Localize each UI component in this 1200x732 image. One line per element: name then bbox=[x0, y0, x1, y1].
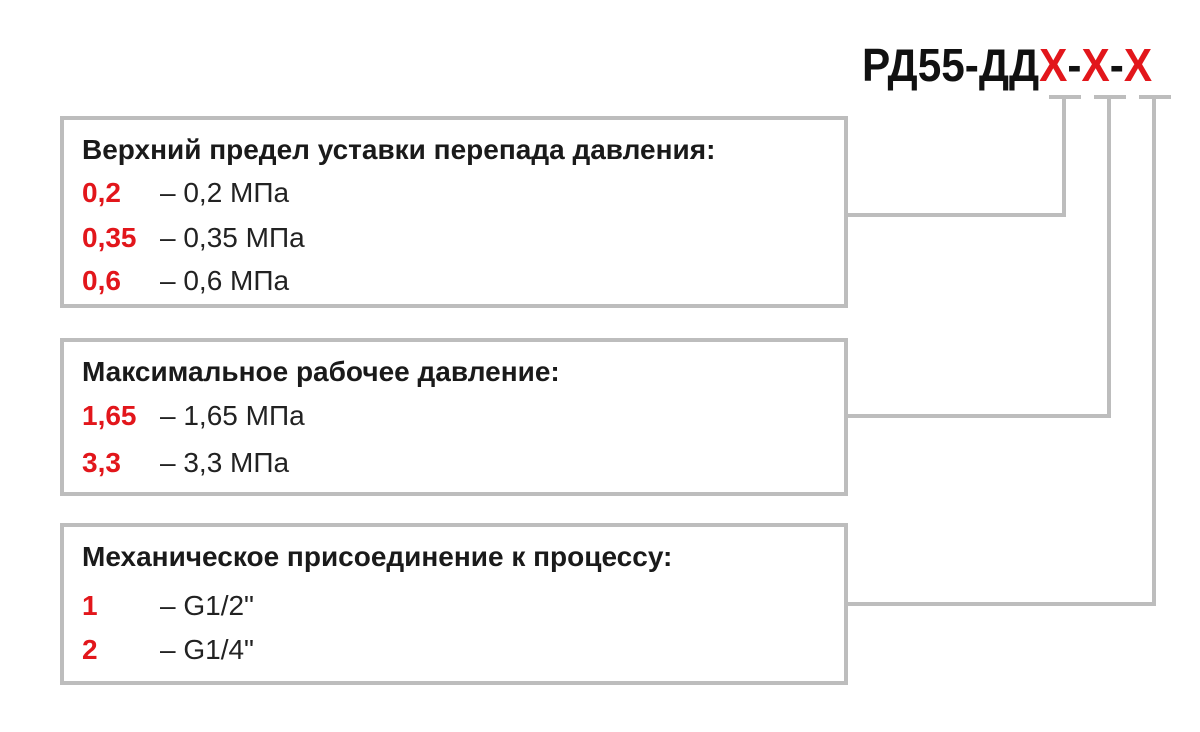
option-desc: – G1/2" bbox=[160, 590, 254, 621]
option-code: 0,6 bbox=[82, 265, 121, 296]
option-code: 1,65 bbox=[82, 400, 137, 431]
option-desc: – 0,6 МПа bbox=[160, 265, 290, 296]
option-row: 1 – G1/2" bbox=[82, 589, 254, 623]
option-desc: – 1,65 МПа bbox=[160, 400, 305, 431]
option-desc: – 0,35 МПа bbox=[160, 222, 305, 253]
option-code: 0,2 bbox=[82, 177, 121, 208]
option-code: 3,3 bbox=[82, 447, 121, 478]
model-separator-1: - bbox=[1067, 39, 1082, 91]
connector-var-3 bbox=[848, 97, 1156, 606]
option-code: 1 bbox=[82, 590, 98, 621]
section-title: Механическое присоединение к процессу: bbox=[82, 541, 673, 572]
model-designation: РД55-ДДX-X-X bbox=[862, 42, 1152, 88]
connector-var-2 bbox=[848, 97, 1111, 418]
option-code: 0,35 bbox=[82, 222, 137, 253]
option-row: 0,35 – 0,35 МПа bbox=[82, 221, 305, 255]
section-process-connection: Механическое присоединение к процессу: 1… bbox=[60, 523, 848, 685]
section-title: Максимальное рабочее давление: bbox=[82, 356, 560, 387]
option-row: 0,6 – 0,6 МПа bbox=[82, 264, 289, 298]
connector-var-1 bbox=[848, 97, 1066, 217]
option-row: 1,65 – 1,65 МПа bbox=[82, 399, 305, 433]
option-row: 3,3 – 3,3 МПа bbox=[82, 446, 289, 480]
section-title: Верхний предел уставки перепада давления… bbox=[82, 134, 716, 165]
model-variable-1: X bbox=[1039, 39, 1068, 91]
option-desc: – 3,3 МПа bbox=[160, 447, 290, 478]
model-separator-2: - bbox=[1109, 39, 1124, 91]
option-row: 0,2 – 0,2 МПа bbox=[82, 176, 289, 210]
option-desc: – G1/4" bbox=[160, 634, 254, 665]
section-max-working-pressure: Максимальное рабочее давление: 1,65 – 1,6… bbox=[60, 338, 848, 496]
section-setpoint-upper-limit: Верхний предел уставки перепада давления… bbox=[60, 116, 848, 308]
option-desc: – 0,2 МПа bbox=[160, 177, 290, 208]
model-prefix: РД55-ДД bbox=[862, 39, 1040, 91]
option-row: 2 – G1/4" bbox=[82, 633, 254, 667]
model-variable-3: X bbox=[1123, 39, 1153, 91]
option-code: 2 bbox=[82, 634, 98, 665]
model-variable-2: X bbox=[1081, 39, 1110, 91]
